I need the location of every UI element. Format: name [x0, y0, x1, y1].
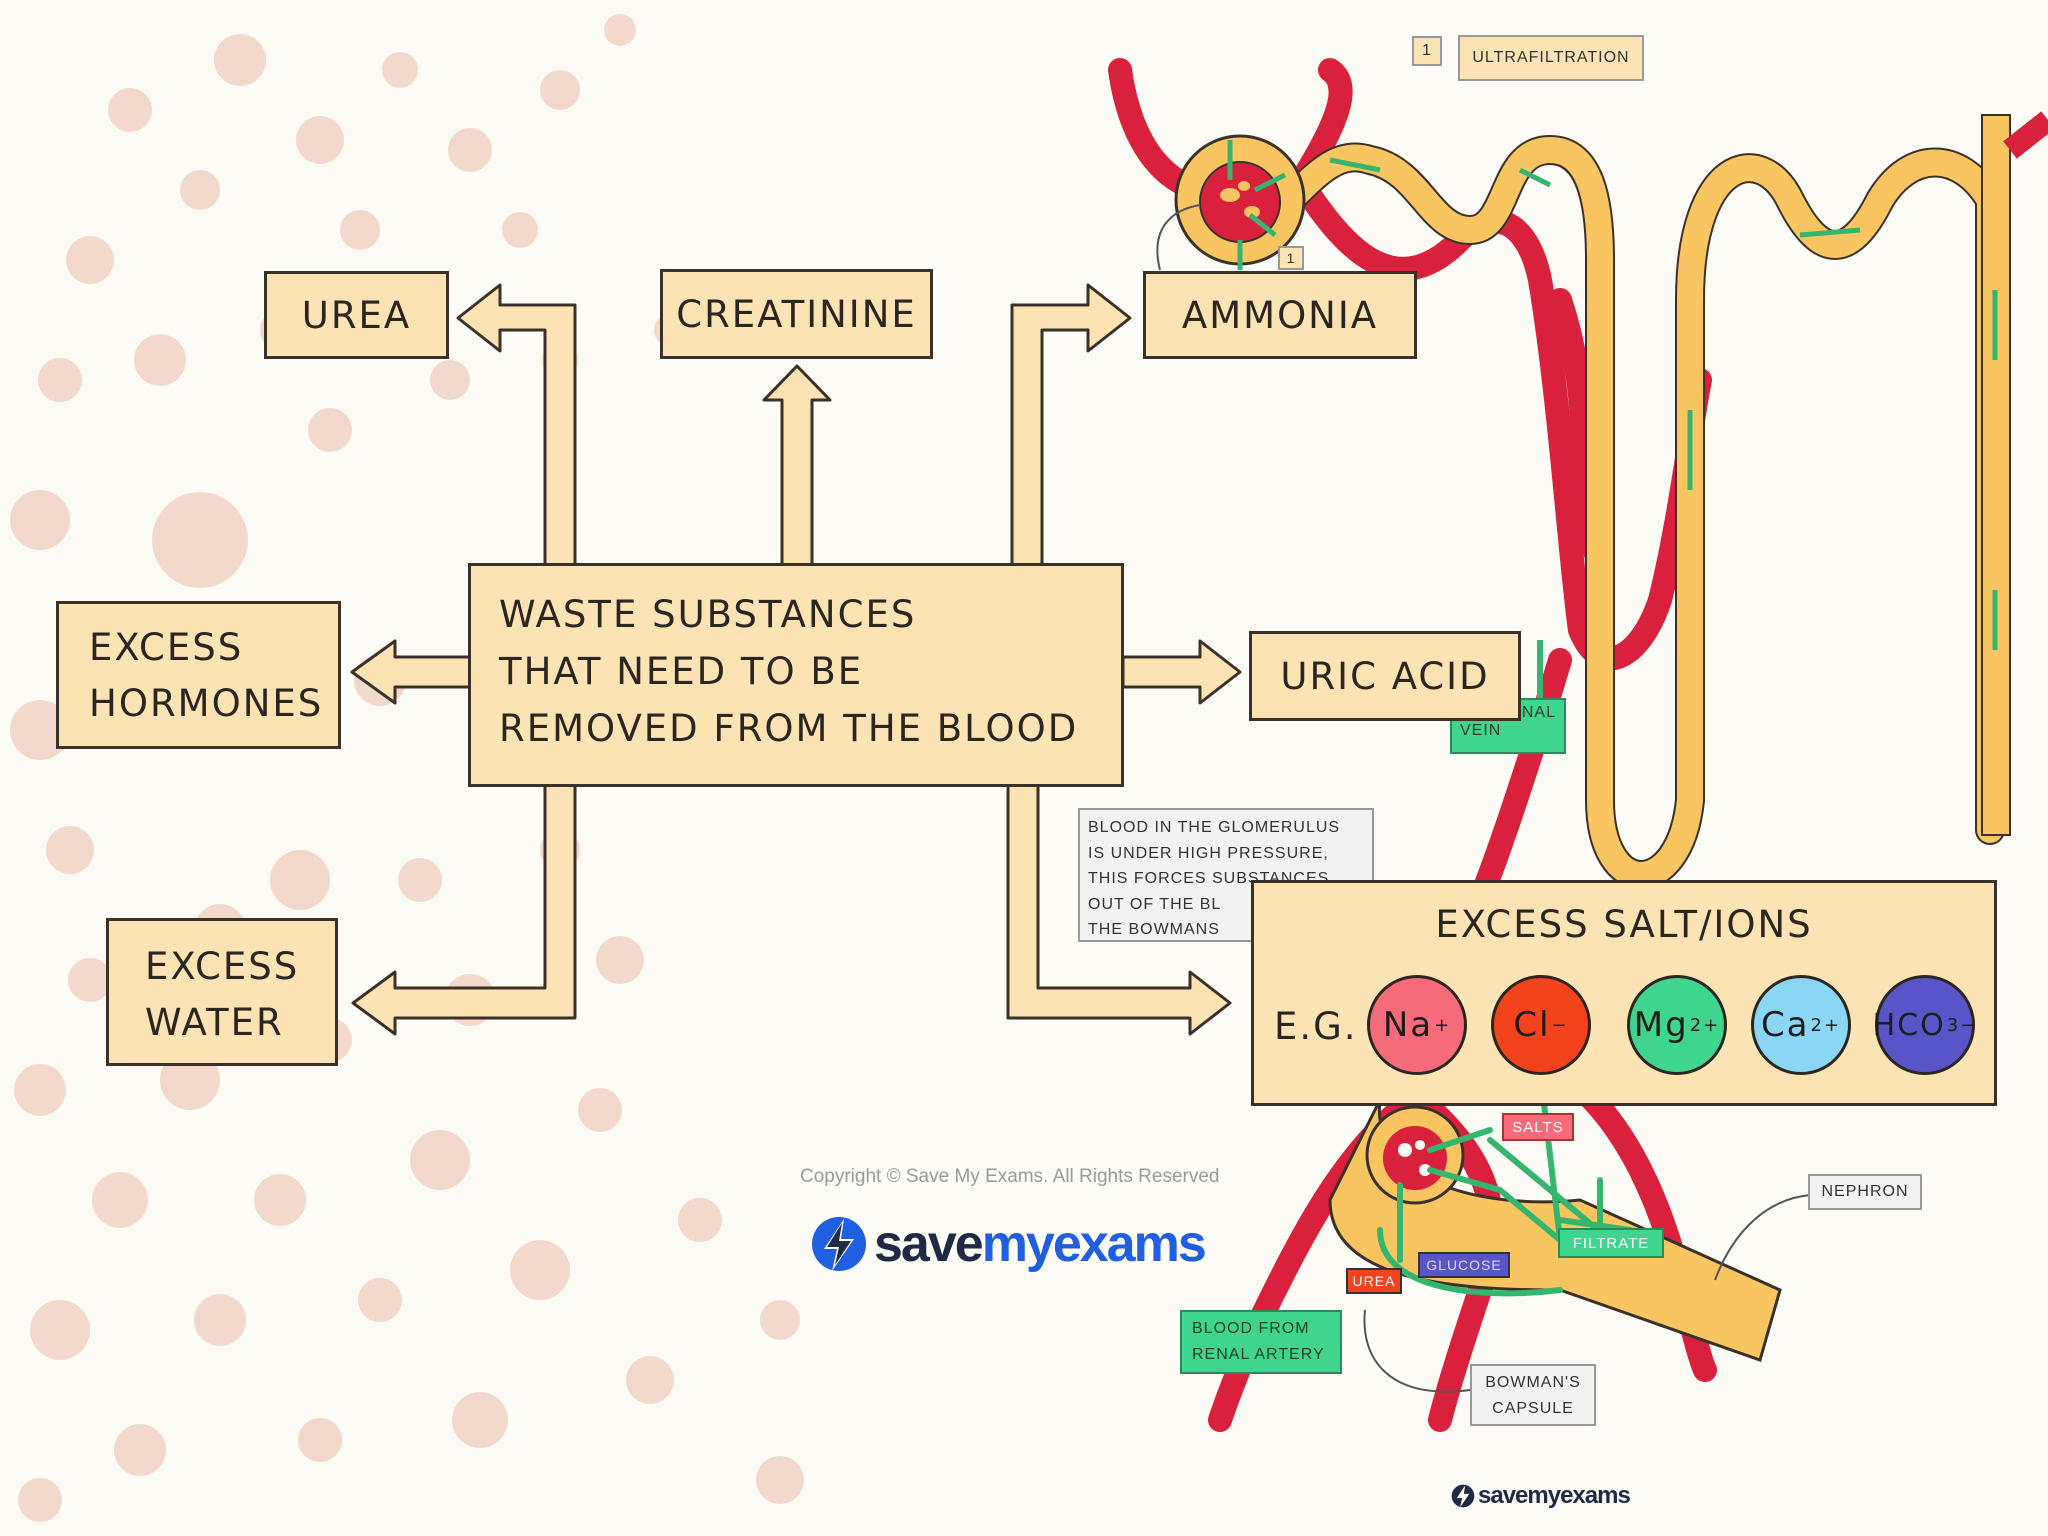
- urea-box: UREA: [264, 271, 449, 359]
- sodium-ion: Na+: [1367, 975, 1467, 1075]
- brand-logo-small: savemyexams: [1450, 1482, 1631, 1510]
- step-number-badge: 1: [1412, 36, 1442, 66]
- lightning-bolt-small-icon: [1451, 1484, 1475, 1508]
- glucose-label: GLUCOSE: [1418, 1252, 1510, 1278]
- arrow-to-ammonia: [1010, 283, 1132, 567]
- glomerulus-lower: [1383, 1126, 1447, 1190]
- arrow-to-urea: [456, 283, 577, 567]
- main-waste-box: WASTE SUBSTANCES THAT NEED TO BE REMOVED…: [468, 563, 1124, 787]
- bowmans-capsule-label: BOWMAN'S CAPSULE: [1470, 1364, 1596, 1426]
- arrow-to-hormones: [350, 639, 472, 705]
- salts-label: SALTS: [1502, 1113, 1574, 1141]
- brand-exams: exams: [1052, 1215, 1207, 1273]
- arrow-to-salts: [1006, 783, 1232, 1036]
- eg-label: E.G.: [1274, 1005, 1358, 1048]
- nephron-label: NEPHRON: [1808, 1174, 1922, 1210]
- excess-hormones-box: EXCESS HORMONES: [56, 601, 341, 749]
- excess-salt-title: EXCESS SALT/IONS: [1435, 903, 1813, 946]
- main-line-2: THAT NEED TO BE: [499, 650, 864, 693]
- step-number-badge-2: 1: [1278, 246, 1304, 270]
- uric-acid-box: URIC ACID: [1249, 631, 1521, 721]
- peritubular-capillary: [1288, 168, 1712, 671]
- arrow-to-water: [351, 783, 577, 1036]
- ultrafiltration-label: ULTRAFILTRATION: [1458, 35, 1644, 81]
- brand-small-text: savemyexams: [1478, 1482, 1631, 1509]
- copyright-text: Copyright © Save My Exams. All Rights Re…: [800, 1166, 1220, 1187]
- urea-small-label: UREA: [1346, 1268, 1402, 1294]
- brand-my: my: [981, 1215, 1055, 1273]
- brand-logo: save my exams: [808, 1212, 1207, 1276]
- creatinine-box: CREATININE: [660, 269, 933, 359]
- blood-from-artery-label: BLOOD FROM RENAL ARTERY: [1180, 1310, 1342, 1374]
- main-line-3: REMOVED FROM THE BLOOD: [499, 707, 1079, 750]
- arrow-to-uric-acid: [1121, 639, 1242, 705]
- lightning-bolt-icon: [812, 1217, 866, 1271]
- arrow-to-creatinine: [762, 364, 832, 567]
- main-line-1: WASTE SUBSTANCES: [499, 593, 917, 636]
- filtrate-label: FILTRATE: [1558, 1228, 1664, 1258]
- brand-save: save: [874, 1215, 984, 1273]
- renal-vein: [1468, 648, 1572, 912]
- ammonia-box: AMMONIA: [1143, 271, 1417, 359]
- chloride-ion: Cl−: [1491, 975, 1591, 1075]
- excess-water-box: EXCESS WATER: [106, 918, 338, 1066]
